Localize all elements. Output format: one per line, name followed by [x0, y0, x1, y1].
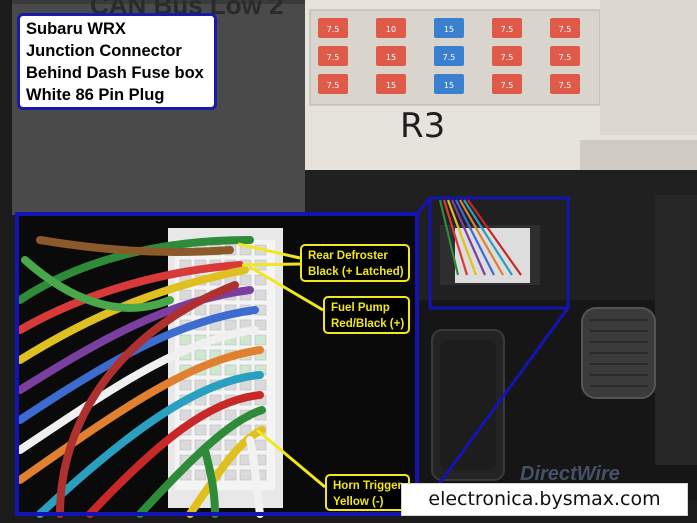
wire — [86, 391, 264, 518]
title-line: Junction Connector — [26, 42, 182, 60]
thumbnail-wire — [459, 199, 504, 276]
fuse-rating: 15 — [444, 81, 454, 90]
fuse — [550, 74, 580, 94]
title-line: White 86 Pin Plug — [26, 86, 165, 104]
fuse — [492, 46, 522, 66]
title-line: Subaru WRX — [26, 20, 126, 38]
connector-pin — [254, 379, 267, 391]
title-caption: Subaru WRX Junction Connector Behind Das… — [17, 13, 217, 110]
wire — [186, 426, 266, 518]
fuse — [376, 18, 406, 38]
thumbnail-wire — [450, 199, 487, 276]
fuse — [318, 74, 348, 94]
fuse-rating: 7.5 — [443, 53, 456, 62]
connector-pin — [254, 334, 267, 346]
wire — [36, 236, 234, 256]
wire — [16, 236, 254, 304]
wire — [16, 266, 249, 364]
connector-pin — [179, 439, 192, 451]
connector-pin — [194, 424, 207, 436]
callout-wire-color: Black (+ Latched) — [308, 266, 404, 278]
connector-pin — [224, 409, 237, 421]
thumbnail-wire — [455, 199, 495, 276]
connector-pin — [179, 379, 192, 391]
connector-pin — [254, 439, 267, 451]
wire — [201, 446, 219, 518]
fuse-rating: 15 — [444, 25, 454, 34]
wire — [16, 346, 264, 484]
title-line: Behind Dash Fuse box — [26, 64, 204, 82]
brand-mark: DirectWire — [520, 463, 620, 485]
connector-pin — [254, 319, 267, 331]
callout-wire-color: Red/Black (+) — [331, 318, 405, 330]
fuse — [318, 46, 348, 66]
fuse-box-label: R3 — [400, 106, 445, 146]
thumbnail-wire — [463, 199, 513, 276]
connector-pin — [239, 424, 252, 436]
callout-wire-color: Yellow (-) — [333, 496, 384, 508]
callout-label: Rear Defroster — [308, 250, 388, 262]
connector-pin — [254, 289, 267, 301]
fuse — [550, 46, 580, 66]
wire — [136, 406, 266, 518]
fuse-rating: 7.5 — [501, 81, 514, 90]
fuse — [434, 46, 464, 66]
wire — [36, 371, 264, 518]
fuse — [492, 74, 522, 94]
connector-pin — [239, 334, 252, 346]
fuse-rating: 7.5 — [501, 25, 514, 34]
fuse-rating: 7.5 — [501, 53, 514, 62]
thumbnail-wire — [438, 199, 460, 276]
fuse-rating: 7.5 — [327, 81, 340, 90]
fuse — [434, 18, 464, 38]
callout-rear-defroster: Rear Defroster Black (+ Latched) — [300, 244, 410, 282]
callout-label: Fuel Pump — [331, 302, 390, 314]
connector-pin — [224, 469, 237, 481]
fuse-rating: 7.5 — [327, 25, 340, 34]
fuse — [318, 18, 348, 38]
fuse — [434, 74, 464, 94]
fuse-rating: 7.5 — [559, 25, 572, 34]
wire — [246, 436, 264, 518]
fuse-rating: 15 — [386, 53, 396, 62]
fuse-rating: 10 — [386, 25, 396, 34]
connector-pin — [179, 334, 192, 346]
fuse-rating: 15 — [386, 81, 396, 90]
thumbnail-wire — [467, 199, 522, 276]
connector-pin — [179, 409, 192, 421]
connector-pin — [239, 274, 252, 286]
callout-horn-trigger: Horn Trigger Yellow (-) — [325, 474, 410, 511]
fuse-rating: 7.5 — [559, 81, 572, 90]
wire — [16, 326, 259, 454]
connector-pin — [254, 274, 267, 286]
callout-fuel-pump: Fuel Pump Red/Black (+) — [323, 296, 410, 334]
connector-pin — [194, 349, 207, 361]
connector-pin — [194, 469, 207, 481]
connector-pin — [179, 289, 192, 301]
callout-label: Horn Trigger — [333, 480, 403, 492]
fuse — [550, 18, 580, 38]
wire — [16, 306, 259, 424]
connector-pin — [239, 469, 252, 481]
wire — [16, 261, 244, 334]
fuse — [376, 74, 406, 94]
connector-pin — [224, 364, 237, 376]
thumbnail-wire — [446, 199, 478, 276]
site-watermark: electronica.bysmax.com — [401, 483, 688, 516]
fuse — [492, 18, 522, 38]
wire — [56, 281, 239, 518]
connector-pin — [224, 319, 237, 331]
wire — [21, 256, 174, 312]
fuse — [376, 46, 406, 66]
thumbnail-wire — [442, 199, 469, 276]
fuse-rating: 7.5 — [327, 53, 340, 62]
connector-pin — [224, 439, 237, 451]
fuse-rating: 7.5 — [559, 53, 572, 62]
